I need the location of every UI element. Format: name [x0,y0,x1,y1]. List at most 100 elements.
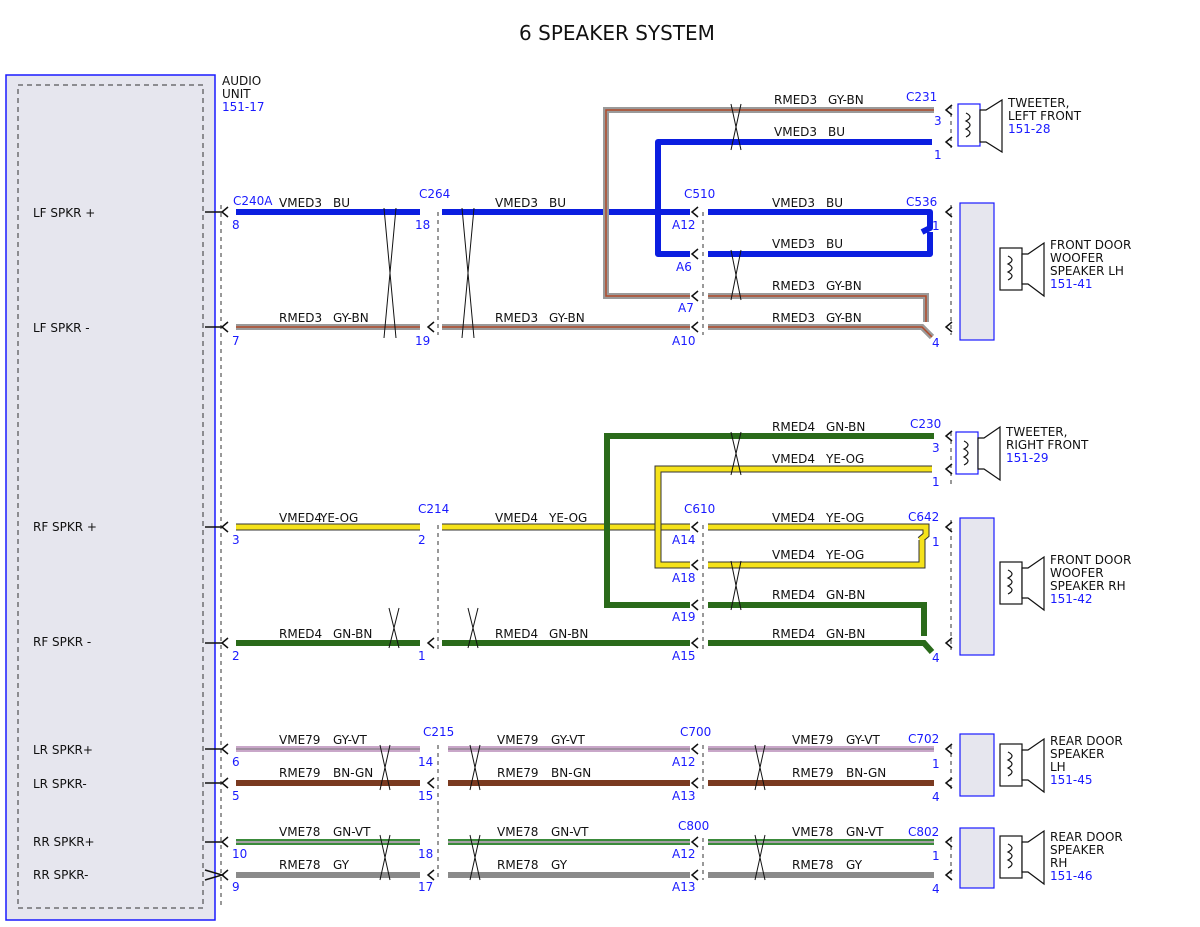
speaker-name-1: FRONT DOOR [1050,238,1131,252]
speaker-cone-icon [1021,737,1045,794]
pin-number: 5 [232,789,240,803]
twisted-pair-markers [379,103,766,881]
pin-number: A6 [676,260,692,274]
circuit-id: VME79 [792,733,833,747]
circuit-color: GY-VT [846,733,880,747]
speaker-cone-icon [1021,555,1045,612]
connector-name: C702 [908,732,939,746]
diagram-title: 6 SPEAKER SYSTEM [519,21,715,45]
speaker-name-1: REAR DOOR [1050,830,1123,844]
circuit-color: BN-GN [551,766,591,780]
speaker-name-2: SPEAKER [1050,747,1104,761]
connector-name: C642 [908,510,939,524]
connector-name: C214 [418,502,449,516]
circuit-color: GY-BN [549,311,585,325]
coil-icon [1006,569,1013,595]
speaker-cone-icon [979,98,1003,154]
connector-name: C802 [908,825,939,839]
speaker-name-2: RIGHT FRONT [1006,438,1089,452]
pin-number: 4 [932,651,940,665]
pin-number: 2 [232,649,240,663]
circuit-id: VMED4 [772,511,815,525]
circuit-id: VMED4 [772,452,815,466]
circuit-color: GY-BN [333,311,369,325]
circuit-id: RMED3 [772,279,815,293]
circuit-color: GN-BN [826,420,865,434]
pin-number: 18 [418,847,433,861]
circuit-color: GN-VT [333,825,371,839]
circuit-id: RMED4 [772,420,815,434]
wire-rf-minus [236,433,935,654]
wire-lf-plus [236,139,933,257]
pin-number: A14 [672,533,695,547]
speaker-name-2: WOOFER [1050,251,1104,265]
circuit-id: VMED4 [495,511,538,525]
speaker-name-3: LH [1050,760,1066,774]
connector-name: C536 [906,195,937,209]
speaker-rear-lh: C702 1 4 REAR DOOR SPEAKER LH 151-45 [908,732,1123,804]
circuit-id: RMED4 [772,627,815,641]
pin-number: 18 [415,218,430,232]
circuit-labels: VMED3 BU VMED3 BU VMED3 BU VMED3 BU VMED… [279,93,886,872]
circuit-id: RMED4 [495,627,538,641]
circuit-id: VME79 [279,733,320,747]
circuit-color: BU [333,196,350,210]
connector-name: C800 [678,819,709,833]
pin-number: 14 [418,755,433,769]
speaker-tweeter-right-front: C230 3 1 TWEETER, RIGHT FRONT 151-29 [910,417,1089,489]
pin-number: 7 [232,334,240,348]
pin-number: 1 [932,535,940,549]
pin-number: A12 [672,218,695,232]
pin-number: 9 [232,880,240,894]
circuit-color: GY [846,858,863,872]
speaker-ref: 151-42 [1050,592,1093,606]
circuit-color: BU [826,196,843,210]
pin-label-rr-plus: RR SPKR+ [33,835,95,849]
pin-number: 6 [232,755,240,769]
circuit-color: GY-BN [828,93,864,107]
coil-icon [1006,255,1013,281]
coil-icon [964,112,971,138]
circuit-id: RME78 [792,858,834,872]
audio-unit-inner [17,84,204,909]
pin-label-lr-minus: LR SPKR- [33,777,87,791]
connector-name: C700 [680,725,711,739]
audio-unit-ref: 151-17 [222,100,265,114]
circuit-id: VMED3 [279,196,322,210]
pin-label-rr-minus: RR SPKR- [33,868,88,882]
pin-number: 4 [932,336,940,350]
connector-name: C610 [684,502,715,516]
circuit-color: GY-BN [826,311,862,325]
pin-label-rf-plus: RF SPKR + [33,520,97,534]
circuit-color: GN-VT [846,825,884,839]
speaker-housing [959,827,995,889]
speaker-housing [959,733,995,797]
circuit-id: VMED3 [772,237,815,251]
circuit-color: GY [333,858,350,872]
pin-number: 1 [932,475,940,489]
pin-number: A7 [678,301,694,315]
speaker-housing [959,517,995,656]
pin-number: 8 [232,218,240,232]
speaker-name-3: RH [1050,856,1067,870]
circuit-color: GY-VT [551,733,585,747]
pin-arrows [204,104,953,881]
circuit-color: BU [549,196,566,210]
audio-unit-frame [5,74,216,921]
pin-label-lr-plus: LR SPKR+ [33,743,93,757]
circuit-color: GY-BN [826,279,862,293]
speaker-cone-icon [977,425,1001,482]
pin-label-lf-plus: LF SPKR + [33,206,95,220]
circuit-id: VMED3 [772,196,815,210]
circuit-id: VMED3 [495,196,538,210]
pin-number: A12 [672,847,695,861]
pin-label-rf-minus: RF SPKR - [33,635,91,649]
pin-number: A13 [672,880,695,894]
audio-unit: AUDIO UNIT 151-17 LF SPKR + LF SPKR - RF… [5,74,265,921]
coil-icon [1006,751,1013,777]
speaker-ref: 151-45 [1050,773,1093,787]
pin-number: A12 [672,755,695,769]
audio-unit-name-1: AUDIO [222,74,261,88]
pin-number: 1 [418,649,426,663]
